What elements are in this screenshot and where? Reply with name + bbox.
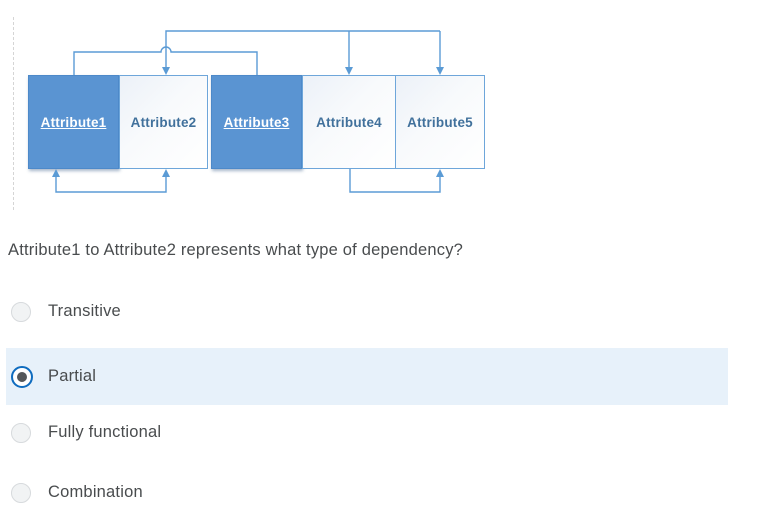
left-dashed-guide-line	[13, 17, 14, 210]
attribute5-box: Attribute5	[395, 75, 485, 169]
key-bracket-line	[73, 46, 258, 75]
option-fully-functional[interactable]: Fully functional	[6, 405, 728, 460]
option-transitive[interactable]: Transitive	[6, 284, 728, 339]
arrowhead-up-attr1	[52, 169, 60, 177]
radio-dot	[17, 371, 27, 382]
arrowhead-down-attr2	[162, 67, 170, 75]
option-partial[interactable]: Partial	[6, 348, 728, 405]
partial-radio[interactable]	[11, 365, 33, 388]
bottom-right-loop-line	[349, 169, 441, 193]
question-text: Attribute1 to Attribute2 represents what…	[8, 241, 464, 259]
option-label: Transitive	[48, 302, 121, 320]
top-span-line	[165, 30, 440, 68]
arrowhead-down-attr4	[345, 67, 353, 75]
option-label: Partial	[48, 367, 97, 385]
option-label: Fully functional	[48, 423, 162, 441]
dependency-diagram: Attribute1 Attribute2 Attribute3 Attribu…	[0, 0, 520, 215]
attribute2-box: Attribute2	[119, 75, 208, 169]
option-combination[interactable]: Combination	[6, 465, 728, 520]
attribute4-box: Attribute4	[302, 75, 395, 169]
attribute3-box: Attribute3	[211, 75, 302, 169]
attribute1-box: Attribute1	[28, 75, 119, 169]
dependency-arrows	[52, 30, 444, 193]
transitive-radio[interactable]	[11, 301, 31, 322]
combination-radio[interactable]	[11, 482, 31, 503]
arrowhead-up-attr2	[162, 169, 170, 177]
bottom-left-loop-line	[55, 176, 167, 193]
fully-functional-radio[interactable]	[11, 422, 31, 443]
arrowhead-up-attr5	[436, 169, 444, 177]
arrowhead-down-attr5	[436, 67, 444, 75]
option-label: Combination	[48, 483, 143, 501]
